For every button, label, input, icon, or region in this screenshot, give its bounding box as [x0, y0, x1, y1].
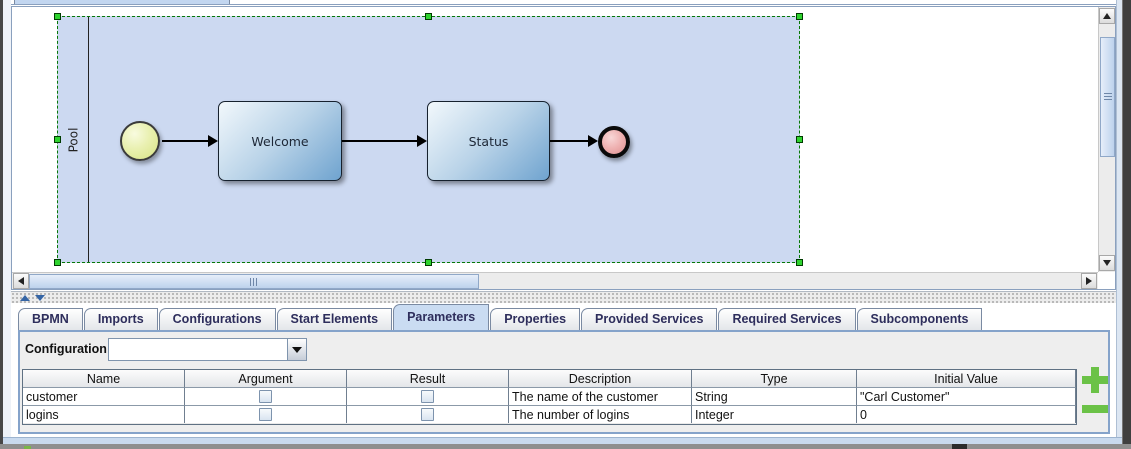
cell-description[interactable]: The number of logins — [509, 405, 692, 423]
scrollbar-corner — [1098, 272, 1115, 289]
parameters-panel: Configuration Name Argument Result Descr… — [18, 330, 1110, 434]
tab-provided-services[interactable]: Provided Services — [581, 308, 718, 330]
window-frame-left — [0, 0, 3, 449]
column-header-type[interactable]: Type — [692, 370, 857, 387]
selection-handle-bottom-right[interactable] — [796, 259, 803, 266]
cell-type[interactable]: Integer — [692, 405, 857, 423]
task-welcome-label: Welcome — [251, 133, 309, 149]
horizontal-scrollbar-thumb[interactable] — [29, 274, 479, 289]
configuration-combobox[interactable] — [108, 338, 307, 361]
vertical-scrollbar[interactable] — [1098, 7, 1115, 273]
cell-result — [347, 387, 509, 405]
right-arrow-icon — [1086, 277, 1092, 285]
pane-splitter[interactable] — [11, 291, 1116, 303]
up-arrow-icon — [1103, 13, 1111, 19]
cell-description[interactable]: The name of the customer — [509, 387, 692, 405]
properties-tab-bar: BPMN Imports Configurations Start Elemen… — [18, 304, 983, 330]
tab-imports[interactable]: Imports — [83, 308, 158, 330]
sequence-flow-arrowhead — [208, 135, 218, 147]
tab-bpmn[interactable]: BPMN — [18, 308, 83, 330]
sequence-flow-arrowhead — [588, 135, 598, 147]
pool-lane-header[interactable]: Pool — [58, 17, 89, 262]
scroll-left-button[interactable] — [13, 273, 29, 289]
tab-start-elements[interactable]: Start Elements — [276, 308, 393, 330]
argument-checkbox[interactable] — [259, 408, 272, 421]
horizontal-scrollbar[interactable] — [12, 272, 1098, 289]
left-arrow-icon — [18, 277, 24, 285]
lower-window-fragment — [952, 444, 967, 449]
splitter-collapse-up-icon[interactable] — [20, 295, 30, 301]
task-welcome[interactable]: Welcome — [218, 101, 342, 181]
cell-argument — [185, 405, 347, 423]
tab-parameters[interactable]: Parameters — [393, 304, 490, 330]
cell-type[interactable]: String — [692, 387, 857, 405]
tab-required-services[interactable]: Required Services — [718, 308, 856, 330]
window-frame-bottom — [3, 437, 1122, 444]
argument-checkbox[interactable] — [259, 390, 272, 403]
thumb-grip-icon — [250, 278, 258, 286]
lower-window-dot — [24, 446, 31, 449]
window-frame-right — [1122, 0, 1131, 449]
table-row: customer The name of the customer String… — [23, 387, 1076, 405]
sequence-flow-arrowhead — [417, 135, 427, 147]
start-event-shape[interactable] — [120, 121, 160, 161]
column-header-name[interactable]: Name — [23, 370, 185, 387]
task-status-label: Status — [468, 133, 509, 149]
editor-tab-cropped[interactable] — [14, 0, 230, 5]
column-header-result[interactable]: Result — [347, 370, 509, 387]
cell-argument — [185, 387, 347, 405]
cell-name[interactable]: customer — [23, 387, 185, 405]
selection-handle-top-middle[interactable] — [425, 13, 432, 20]
pool-label: Pool — [65, 127, 80, 152]
end-event-shape[interactable] — [598, 126, 630, 158]
vertical-scrollbar-thumb[interactable] — [1100, 37, 1115, 157]
cell-result — [347, 405, 509, 423]
sequence-flow-line[interactable] — [162, 140, 210, 142]
remove-parameter-button[interactable] — [1082, 405, 1108, 413]
task-status[interactable]: Status — [427, 101, 550, 181]
chevron-down-icon — [292, 346, 302, 353]
sequence-flow-line[interactable] — [342, 140, 419, 142]
selection-handle-top-left[interactable] — [54, 13, 61, 20]
selection-handle-bottom-middle[interactable] — [425, 259, 432, 266]
cell-initial-value[interactable]: 0 — [857, 405, 1076, 423]
selection-handle-top-right[interactable] — [796, 13, 803, 20]
result-checkbox[interactable] — [421, 408, 434, 421]
configuration-combobox-button[interactable] — [287, 339, 306, 360]
column-header-argument[interactable]: Argument — [185, 370, 347, 387]
selection-handle-middle-right[interactable] — [796, 136, 803, 143]
scroll-up-button[interactable] — [1099, 8, 1115, 24]
tab-configurations[interactable]: Configurations — [158, 308, 276, 330]
window-frame-left-inner — [3, 0, 11, 449]
editor-tab-baseline — [11, 4, 1116, 5]
thumb-grip-icon — [1104, 93, 1112, 101]
table-header-row: Name Argument Result Description Type In… — [23, 370, 1076, 387]
column-header-description[interactable]: Description — [509, 370, 692, 387]
cell-initial-value[interactable]: "Carl Customer" — [857, 387, 1076, 405]
splitter-collapse-down-icon[interactable] — [35, 295, 45, 301]
column-header-initial-value[interactable]: Initial Value — [857, 370, 1076, 387]
scroll-right-button[interactable] — [1081, 273, 1097, 289]
cell-name[interactable]: logins — [23, 405, 185, 423]
scroll-down-button[interactable] — [1099, 255, 1115, 271]
tab-properties[interactable]: Properties — [490, 308, 581, 330]
configuration-label: Configuration — [25, 342, 107, 356]
table-row: logins The number of logins Integer 0 — [23, 405, 1076, 423]
tab-subcomponents[interactable]: Subcomponents — [856, 308, 983, 330]
lower-window-edge — [0, 444, 1131, 449]
down-arrow-icon — [1103, 260, 1111, 266]
selection-handle-middle-left[interactable] — [54, 136, 61, 143]
diagram-canvas[interactable]: Pool Welcome Status — [11, 6, 1116, 290]
window-frame-right-inner — [1116, 0, 1122, 449]
selection-handle-bottom-left[interactable] — [54, 259, 61, 266]
sequence-flow-line[interactable] — [550, 140, 590, 142]
add-parameter-button[interactable] — [1082, 367, 1108, 393]
parameters-table: Name Argument Result Description Type In… — [22, 369, 1077, 425]
result-checkbox[interactable] — [421, 390, 434, 403]
